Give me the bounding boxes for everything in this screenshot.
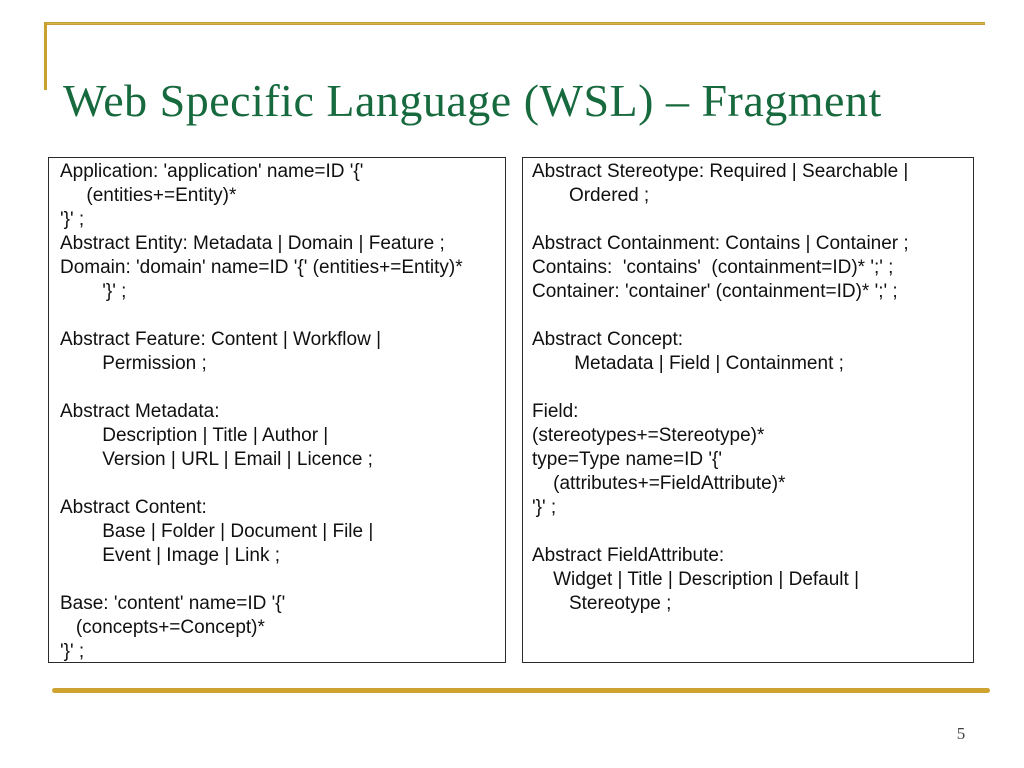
- grammar-box-right: Abstract Stereotype: Required | Searchab…: [522, 157, 974, 663]
- code-line: Container: 'container' (containment=ID)*…: [532, 281, 898, 302]
- code-line: [532, 376, 969, 400]
- code-line: (attributes+=FieldAttribute)*: [532, 473, 786, 494]
- code-line: Contains: 'contains' (containment=ID)* '…: [532, 257, 894, 278]
- code-line: Permission ;: [60, 353, 207, 374]
- code-line: '}' ;: [60, 209, 85, 230]
- code-line: Ordered ;: [532, 185, 650, 206]
- code-line: Abstract Metadata:: [60, 401, 220, 422]
- code-line: Domain: 'domain' name=ID '{' (entities+=…: [60, 257, 463, 278]
- code-line: Metadata | Field | Containment ;: [532, 353, 844, 374]
- code-line: Base | Folder | Document | File |: [60, 521, 374, 542]
- code-line: Version | URL | Email | Licence ;: [60, 449, 373, 470]
- code-line: Abstract Feature: Content | Workflow |: [60, 329, 382, 350]
- code-line: Event | Image | Link ;: [60, 545, 281, 566]
- code-line: (stereotypes+=Stereotype)*: [532, 425, 765, 446]
- code-line: Widget | Title | Description | Default |: [532, 569, 860, 590]
- code-line: (concepts+=Concept)*: [60, 617, 265, 638]
- footer-accent-line: [52, 688, 990, 693]
- code-line: Field:: [532, 401, 579, 422]
- code-line: Base: 'content' name=ID '{': [60, 593, 286, 614]
- code-line: Abstract Containment: Contains | Contain…: [532, 233, 909, 254]
- code-line: Abstract Entity: Metadata | Domain | Fea…: [60, 233, 445, 254]
- code-line: '}' ;: [60, 641, 85, 662]
- code-line: [532, 520, 969, 544]
- title-accent-bar: [44, 22, 47, 90]
- top-accent-line: [44, 22, 985, 25]
- code-line: Abstract Content:: [60, 497, 207, 518]
- code-line: Description | Title | Author |: [60, 425, 329, 446]
- code-line: [60, 304, 501, 328]
- code-line: Abstract Stereotype: Required | Searchab…: [532, 161, 909, 182]
- grammar-box-left: Application: 'application' name=ID '{' (…: [48, 157, 506, 663]
- code-line: '}' ;: [532, 497, 557, 518]
- code-line: [60, 472, 501, 496]
- code-line: Abstract FieldAttribute:: [532, 545, 725, 566]
- code-line: Stereotype ;: [532, 593, 672, 614]
- code-line: Application: 'application' name=ID '{': [60, 161, 364, 182]
- code-line: [60, 376, 501, 400]
- page-title: Web Specific Language (WSL) – Fragment: [63, 74, 882, 126]
- page-number: 5: [956, 724, 966, 743]
- code-line: Abstract Concept:: [532, 329, 684, 350]
- code-line: [532, 208, 969, 232]
- code-line: (entities+=Entity)*: [60, 185, 237, 206]
- code-line: '}' ;: [60, 281, 127, 302]
- code-line: type=Type name=ID '{': [532, 449, 722, 470]
- code-line: [532, 304, 969, 328]
- code-line: [60, 568, 501, 592]
